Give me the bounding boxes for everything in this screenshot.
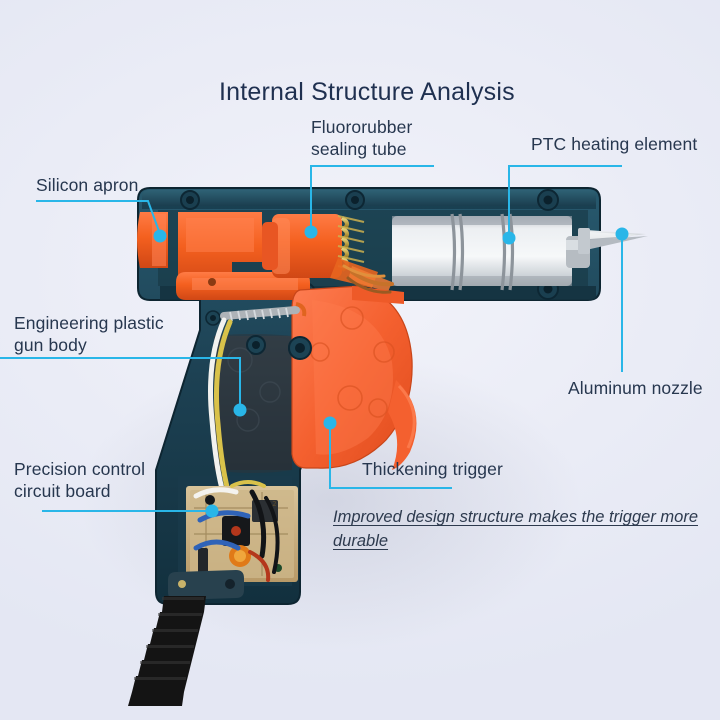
callout-label-silicon-apron: Silicon apron: [36, 175, 139, 195]
improvement-caption: Improved design structure makes the trig…: [333, 508, 698, 550]
page-title: Internal Structure Analysis: [219, 78, 515, 106]
callout-label-precision-control-circuit-board: Precision control circuit board: [14, 459, 146, 501]
svg-text:L2: L2: [268, 500, 276, 508]
callout-label-ptc-heating-element: PTC heating element: [531, 134, 698, 154]
callout-label-aluminum-nozzle: Aluminum nozzle: [568, 378, 703, 398]
callout-label-fluororubber-sealing-tube: Fluororubber sealing tube: [311, 117, 413, 159]
callout-label-engineering-plastic-gun-body: Engineering plastic gun body: [14, 313, 164, 355]
callout-label-thickening-trigger: Thickening trigger: [362, 459, 503, 479]
